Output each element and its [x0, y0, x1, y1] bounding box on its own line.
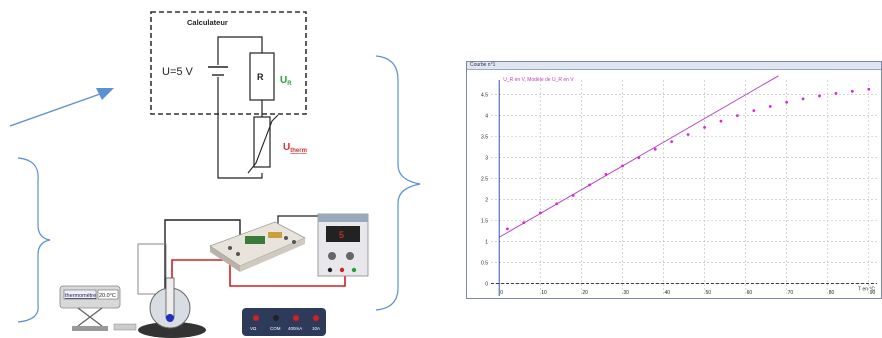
data-point-8 — [637, 156, 641, 159]
data-point-12 — [703, 125, 706, 129]
y-tick-label-3: 1.5 — [481, 219, 488, 225]
data-point-21 — [850, 89, 854, 93]
x-axis-label: T en °C — [858, 286, 875, 292]
x-tick-label-8: 80 — [829, 290, 835, 296]
x-tick-label-4: 40 — [664, 290, 670, 296]
circuit-wire-top — [217, 36, 263, 65]
calculator-title: Calculateur — [187, 18, 228, 27]
heater-stand: thermomètre 20.0°C — [59, 243, 167, 331]
y-tick-label-1: 0.5 — [481, 260, 488, 266]
thermistor — [253, 116, 271, 168]
y-tick-label-8: 4 — [485, 114, 488, 120]
chart-legend: U_R en V, Modèle de U_R en V — [503, 77, 574, 83]
power-supply: 5 — [317, 213, 369, 277]
y-tick-label-9: 4.5 — [481, 93, 488, 99]
thermometer-label: thermomètre — [65, 293, 96, 299]
pointer-arrow-head — [96, 88, 114, 100]
y-tick-label-5: 2.5 — [481, 177, 488, 183]
left-brace — [17, 157, 51, 323]
chart-plot: 0 10 20 30 40 50 60 70 80 90 0 0.5 1 1.5 2 2.5 3 3.5 4 4.5 U… — [481, 75, 877, 296]
thermometer-value: 20.0°C — [99, 293, 116, 299]
data-point-4 — [571, 193, 575, 197]
data-point-17 — [785, 100, 789, 104]
y-tick-label-7: 3.5 — [481, 135, 488, 141]
y-tick-label-6: 3 — [485, 156, 488, 162]
chart-window-titlebar: Courbe n°1 — [467, 62, 881, 70]
y-tick-label-2: 1 — [485, 239, 488, 245]
y-tick-label-4: 2 — [485, 198, 488, 204]
y-tick-label-0: 0 — [485, 281, 488, 287]
data-point-10 — [670, 140, 674, 144]
data-point-0 — [506, 227, 509, 231]
data-point-22 — [867, 87, 871, 91]
data-point-3 — [555, 202, 559, 206]
data-point-14 — [735, 114, 739, 118]
data-point-19 — [818, 94, 821, 98]
data-point-1 — [522, 221, 526, 225]
data-point-9 — [653, 147, 657, 151]
data-point-5 — [588, 183, 591, 187]
x-tick-label-1: 10 — [541, 290, 547, 296]
data-point-20 — [834, 92, 838, 95]
beaker — [138, 277, 206, 338]
pointer-arrow-line — [9, 93, 101, 127]
black-wire — [164, 219, 241, 303]
x-tick-label-6: 60 — [747, 290, 753, 296]
breadboard — [209, 221, 306, 272]
multimeter: VΩ COM 400mA 10A — [242, 308, 326, 336]
x-tick-label-0: 0 — [500, 290, 503, 296]
thermistor-slash — [247, 114, 279, 174]
utherm-label: Utherm — [283, 142, 307, 154]
x-tick-label-9: 90 — [870, 290, 876, 296]
data-point-2 — [538, 211, 542, 215]
multimeter-label-3: 10A — [312, 326, 320, 331]
source-voltage-label: U=5 V — [162, 66, 194, 78]
x-tick-label-2: 20 — [582, 290, 588, 296]
calculator-box — [150, 11, 307, 115]
x-tick-label-7: 70 — [788, 290, 794, 296]
data-point-18 — [801, 97, 805, 101]
resistor — [249, 52, 275, 101]
data-point-6 — [604, 172, 608, 176]
data-point-11 — [686, 133, 690, 136]
data-point-16 — [768, 105, 772, 108]
chart-window-title: Courbe n°1 — [470, 62, 496, 68]
data-point-15 — [752, 109, 756, 113]
red-wire — [171, 259, 346, 303]
data-point-13 — [719, 119, 723, 123]
circuit-diagram: Calculateur U=5 V R UR Utherm — [150, 11, 307, 179]
x-tick-label-5: 50 — [706, 290, 712, 296]
equipment-photo: 5 thermomètre 20.0°C VΩ COM 400mA 10A — [59, 213, 369, 338]
supply-display: 5 — [339, 230, 344, 240]
x-tick-label-3: 30 — [623, 290, 629, 296]
circuit-wire-bottom — [217, 77, 263, 179]
chart-window: Courbe n°1 0 10 20 30 40 50 60 70 80 90 0 0.5 1 1.5 2 2… — [466, 61, 882, 299]
multimeter-label-1: COM — [270, 326, 281, 331]
ur-label: UR — [280, 75, 292, 87]
data-point-7 — [621, 164, 624, 168]
resistor-label: R — [257, 72, 264, 82]
multimeter-label-2: 400mA — [288, 326, 302, 331]
multimeter-label-0: VΩ — [250, 326, 257, 331]
right-brace — [375, 55, 421, 311]
